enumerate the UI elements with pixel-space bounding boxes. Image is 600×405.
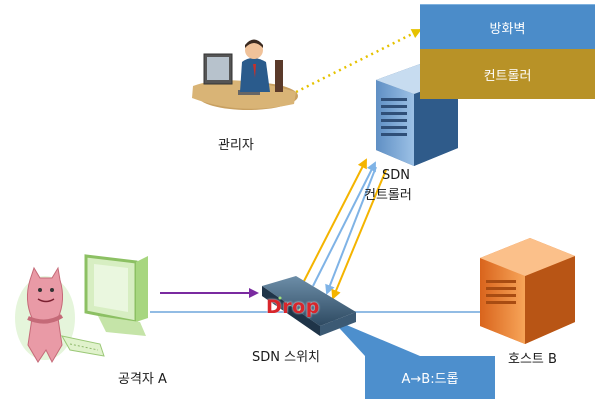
controller-panel-label: 컨트롤러 xyxy=(483,68,532,84)
attacker-icon xyxy=(15,254,148,364)
admin-label: 관리자 xyxy=(218,138,254,153)
controller-panel: 컨트롤러 xyxy=(420,49,595,99)
host-b-server-icon xyxy=(480,238,575,344)
firewall-label: 방화벽 xyxy=(489,22,526,37)
rule-callout-pointer xyxy=(330,318,420,356)
sdn-switch-label: SDN 스위치 xyxy=(252,350,320,365)
admin-to-firewall-line xyxy=(279,28,422,102)
sdn-controller-label-line2: 컨트롤러 xyxy=(364,188,412,203)
sdn-controller-label-line1: SDN xyxy=(382,168,410,183)
attacker-label: 공격자 A xyxy=(118,372,167,387)
controller-switch-arrows xyxy=(302,158,387,300)
rule-box-label: A→B:드롭 xyxy=(401,372,459,387)
firewall-panel: 방화벽 xyxy=(420,4,595,50)
host-b-label: 호스트 B xyxy=(508,352,557,367)
rule-box: A→B:드롭 xyxy=(365,356,495,399)
sdn-switch-icon xyxy=(262,276,356,336)
admin-icon xyxy=(192,39,298,110)
drop-text: Drop xyxy=(266,296,320,318)
